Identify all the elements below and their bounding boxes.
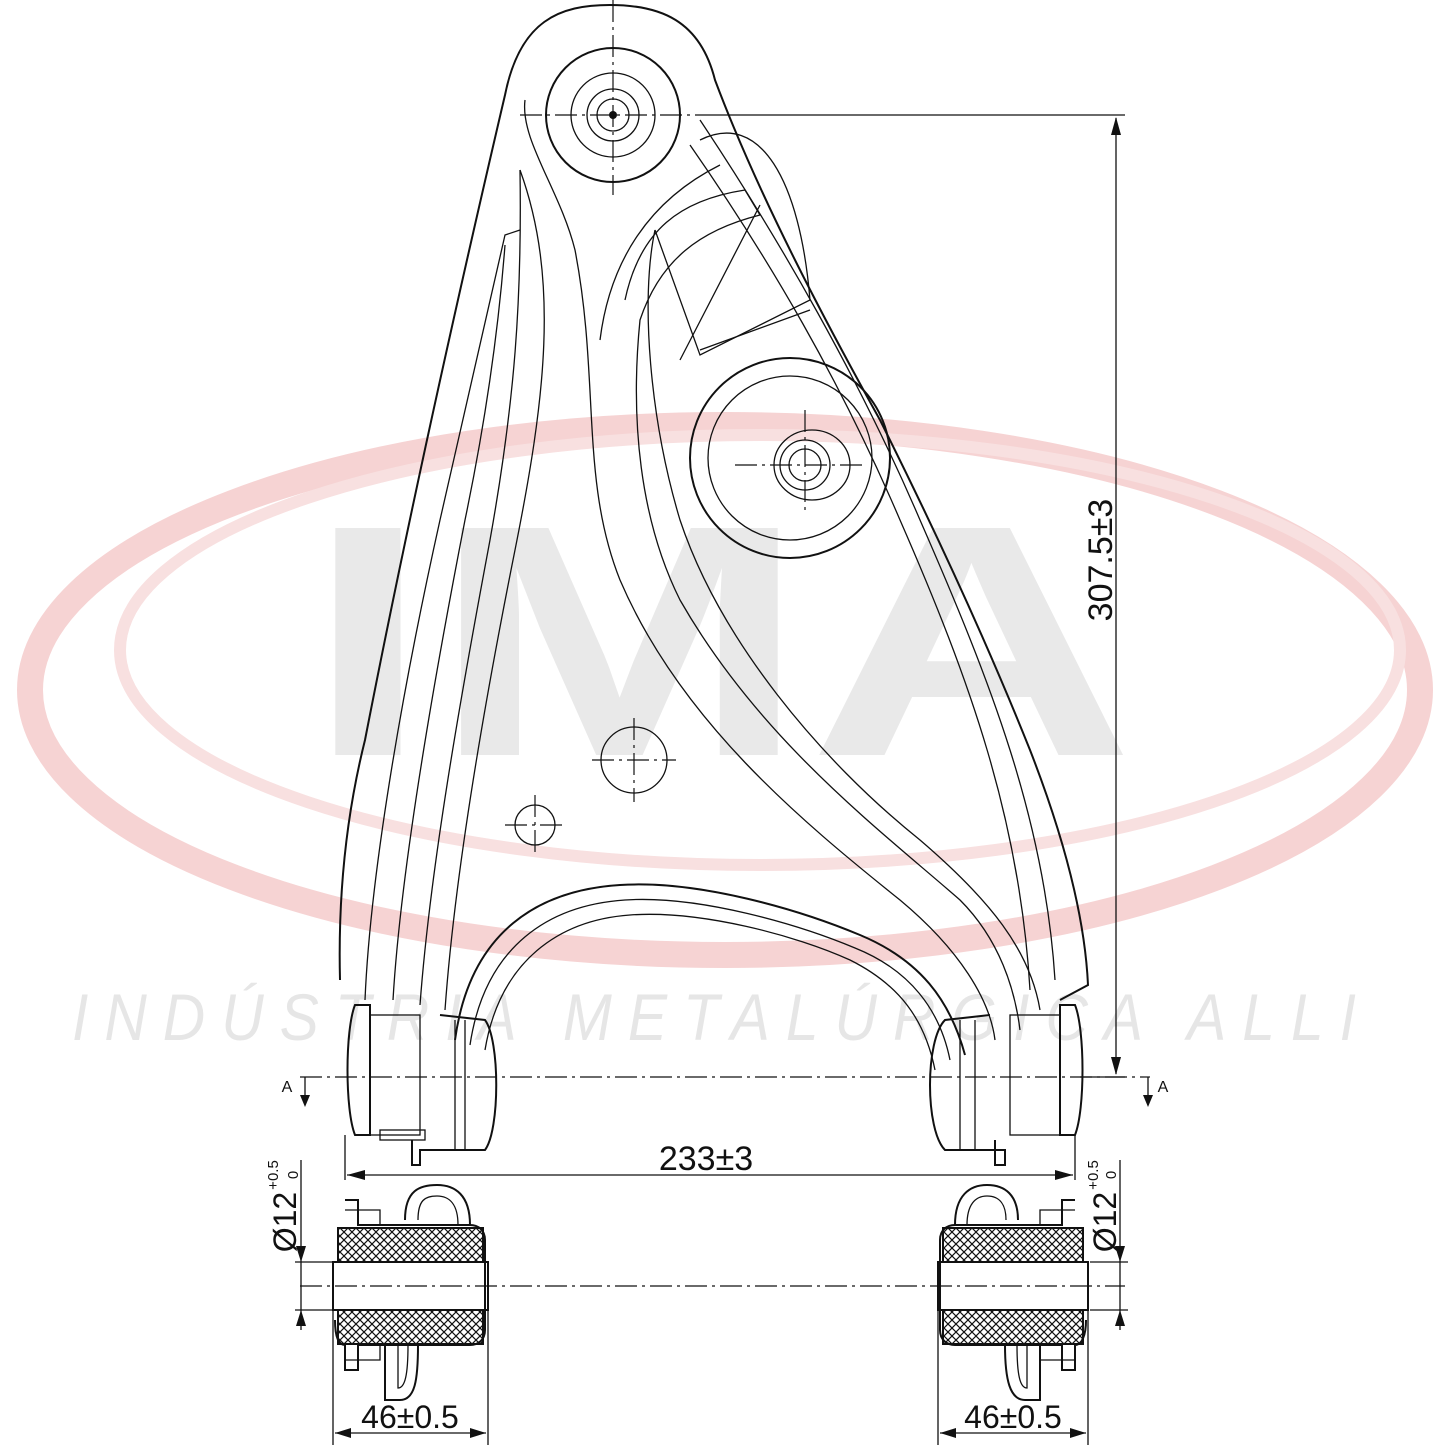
right-bushing-section — [937, 1183, 1089, 1401]
width-dimension: 233±3 — [344, 1135, 1076, 1180]
right-length-label: 46±0.5 — [964, 1399, 1062, 1435]
arm-rib-2 — [599, 164, 721, 341]
left-bushing-flange — [345, 1209, 381, 1361]
height-arrow-top-icon — [1111, 117, 1121, 135]
right-bushing-sleeve — [1009, 1014, 1061, 1136]
left-bushing-rubber-top — [337, 1227, 484, 1263]
right-diameter-dimension: Ø12 +0.5 0 — [1085, 1160, 1128, 1330]
right-mount-outline — [929, 1014, 1006, 1166]
left-length-dimension: 46±0.5 — [332, 1310, 489, 1445]
right-diameter-tol-upper: +0.5 — [1085, 1160, 1102, 1190]
left-diameter-tol-upper: +0.5 — [265, 1160, 282, 1190]
control-arm-body — [338, 3, 1090, 1071]
width-dimension-label: 233±3 — [659, 1140, 753, 1178]
shock-mount — [689, 357, 891, 559]
shock-mount-boss — [689, 357, 891, 559]
height-dimension: 307.5±3 — [700, 114, 1125, 1078]
watermark-logo: IMA — [305, 456, 1135, 825]
left-diameter-dimension: Ø12 +0.5 0 — [265, 1160, 335, 1330]
right-dia-arrow-top-icon — [1115, 1246, 1125, 1262]
arm-left-flange-3 — [419, 169, 521, 1006]
section-label-right: A — [1158, 1079, 1169, 1096]
left-bushing-outer-shell — [334, 1199, 486, 1371]
right-mount-inner — [959, 1020, 976, 1150]
arm-right-flange-2 — [689, 144, 1031, 991]
right-diameter-label: Ø12 — [1087, 1192, 1123, 1252]
left-bushing-bracket-bottom-inner — [397, 1344, 409, 1389]
right-len-arrow-left-icon — [940, 1428, 956, 1438]
section-right-arrow-icon — [1143, 1095, 1153, 1107]
arm-rib-1 — [523, 99, 996, 1041]
right-bushing-flange — [1039, 1209, 1075, 1361]
right-bushing-bracket-top — [954, 1183, 1019, 1226]
shock-mount-ring — [707, 375, 873, 541]
arm-left-flange-1 — [364, 229, 521, 1001]
left-bushing-bracket-bottom — [384, 1344, 419, 1401]
right-bushing-bracket-bottom — [1004, 1344, 1041, 1401]
left-mount-outline — [411, 1014, 498, 1166]
arm-arch-inner-2 — [484, 913, 936, 1071]
right-len-arrow-right-icon — [1070, 1428, 1086, 1438]
width-arrow-right-icon — [1055, 1170, 1073, 1180]
arm-rib-5 — [654, 132, 811, 356]
left-bushing-section — [332, 1183, 489, 1401]
left-dia-arrow-top-icon — [296, 1246, 306, 1262]
arm-arch-inner-1 — [469, 898, 951, 1061]
right-bushing-bracket-top-inner — [966, 1195, 1007, 1226]
right-bushing-bracket-bottom-inner — [1016, 1344, 1028, 1389]
right-diameter-tol-lower: 0 — [1103, 1171, 1120, 1179]
left-diameter-tol-lower: 0 — [285, 1171, 302, 1179]
height-dimension-label: 307.5±3 — [1082, 499, 1120, 622]
arm-right-flange-1 — [699, 119, 1056, 981]
left-diameter-label: Ø12 — [267, 1192, 303, 1252]
left-length-label: 46±0.5 — [361, 1399, 459, 1435]
arm-left-flange-2 — [392, 244, 506, 1001]
right-bushing-rubber-bottom — [942, 1309, 1084, 1345]
right-length-dimension: 46±0.5 — [937, 1310, 1089, 1445]
watermark-ring-inner — [114, 429, 1406, 871]
ball-joint — [520, 0, 700, 195]
left-bushing-bracket-top-inner — [417, 1195, 459, 1226]
section-left-arrow-icon — [300, 1095, 310, 1107]
left-bushing-sleeve — [369, 1014, 421, 1136]
section-line: A A — [282, 1076, 1169, 1107]
right-bushing-rubber-top — [942, 1227, 1084, 1263]
arm-outer-contour — [338, 3, 1090, 1001]
right-bushing-outer-shell — [939, 1199, 1087, 1371]
left-dia-arrow-bottom-icon — [296, 1310, 306, 1326]
arm-left-flange-4 — [444, 169, 545, 1011]
left-len-arrow-left-icon — [335, 1428, 351, 1438]
left-len-arrow-right-icon — [470, 1428, 486, 1438]
watermark-company-name: INDÚSTRIA METALÚRGICA ALLI — [72, 980, 1372, 1054]
left-bushing-rubber-bottom — [337, 1309, 484, 1345]
width-arrow-left-icon — [347, 1170, 365, 1180]
left-bushing-bracket-top — [404, 1183, 471, 1226]
height-arrow-bottom-icon — [1111, 1057, 1121, 1075]
section-label-left: A — [282, 1079, 293, 1096]
watermark: IMA INDÚSTRIA METALÚRGICA ALLI — [17, 412, 1433, 1054]
watermark-ring-outer — [17, 412, 1433, 968]
arm-arch-outer — [454, 883, 966, 1056]
small-holes — [505, 718, 676, 855]
arm-rib-4 — [647, 229, 1041, 1011]
left-mount-inner — [454, 1020, 466, 1150]
right-dia-arrow-bottom-icon — [1115, 1310, 1125, 1326]
left-bushing-outline — [346, 1004, 371, 1136]
left-bushing-end — [379, 1129, 426, 1141]
